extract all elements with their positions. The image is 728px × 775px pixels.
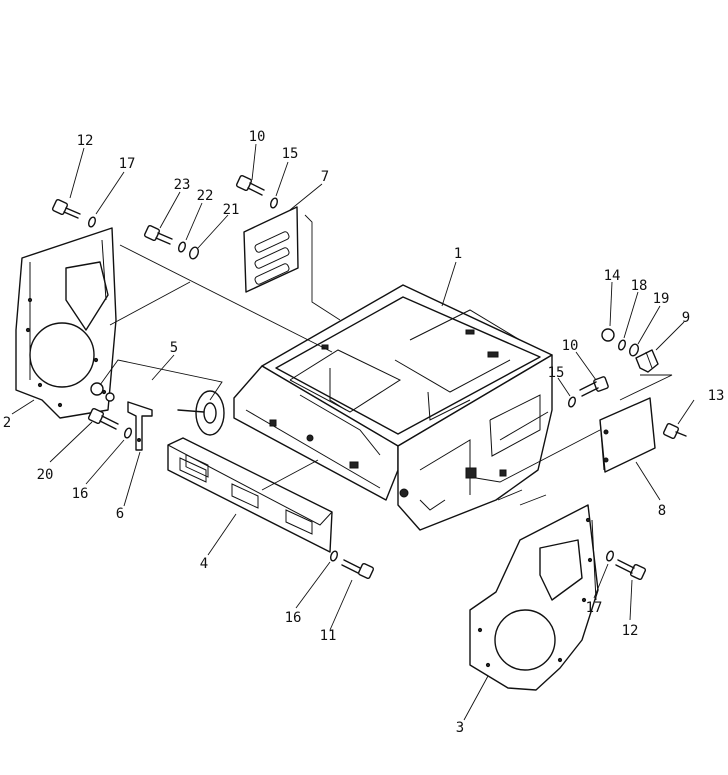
assembly-lines	[11, 143, 695, 721]
callout-17-left: 17	[119, 156, 136, 172]
callout-5: 5	[170, 340, 178, 356]
callout-21: 21	[223, 202, 240, 218]
grille-cover-part	[243, 206, 299, 293]
callout-12-right: 12	[622, 623, 639, 639]
callout-15-right: 15	[548, 365, 565, 381]
clip-part	[635, 349, 659, 373]
side-cover-plate-part	[599, 397, 656, 473]
callout-23: 23	[174, 177, 191, 193]
callout-22: 22	[197, 188, 214, 204]
callout-16-lower: 16	[285, 610, 302, 626]
callout-6: 6	[116, 506, 124, 522]
callout-10-right: 10	[562, 338, 579, 354]
right-side-plate-part	[469, 504, 599, 691]
callout-16-left: 16	[72, 486, 89, 502]
callout-1: 1	[454, 246, 462, 262]
callout-3: 3	[456, 720, 464, 736]
callout-12-left: 12	[77, 133, 94, 149]
callout-17-right: 17	[586, 600, 603, 616]
fasteners	[51, 174, 687, 581]
callout-7: 7	[321, 169, 329, 185]
callout-19: 19	[653, 291, 670, 307]
callout-15-top: 15	[282, 146, 299, 162]
callout-13: 13	[708, 388, 725, 404]
callout-18: 18	[631, 278, 648, 294]
callout-4: 4	[200, 556, 208, 572]
bracket-part	[127, 401, 153, 451]
callout-14: 14	[604, 268, 621, 284]
callout-9: 9	[682, 310, 690, 326]
callout-20: 20	[37, 467, 54, 483]
main-frame-part	[233, 284, 553, 531]
horn-part	[90, 382, 225, 436]
front-bar-part	[167, 437, 333, 553]
left-side-plate-part	[15, 227, 117, 419]
callout-2: 2	[3, 415, 11, 431]
callout-10-top: 10	[249, 129, 266, 145]
callout-labels: 1 2 3 4 5 6 7 8 9 10 10 11 12 12 13 14 1…	[3, 129, 725, 736]
callout-8: 8	[658, 503, 666, 519]
callout-11: 11	[320, 628, 337, 644]
